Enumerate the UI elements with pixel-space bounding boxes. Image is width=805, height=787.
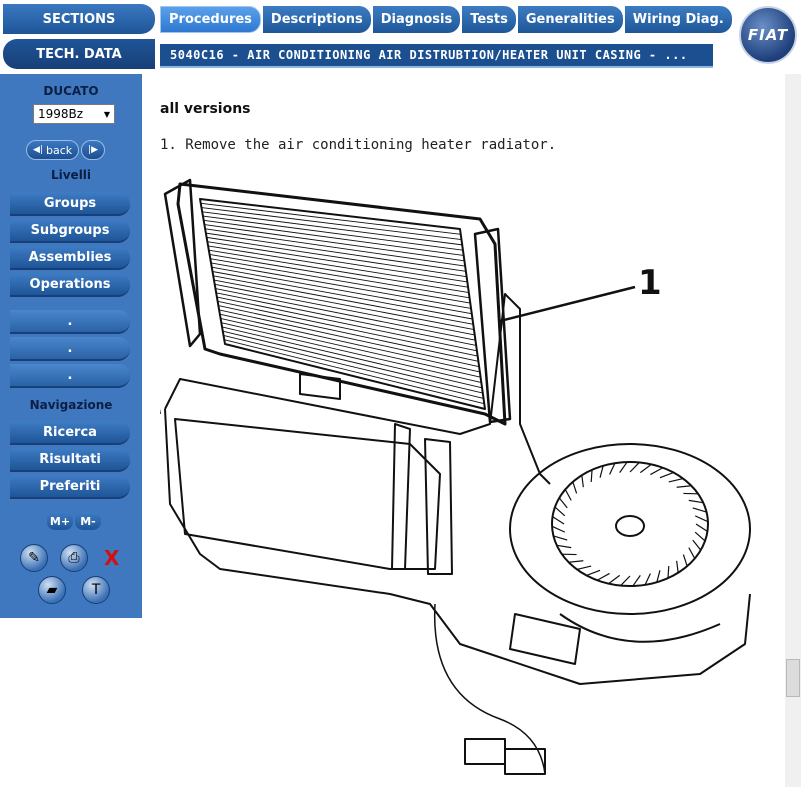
model-select-value: 1998Bz (38, 107, 84, 121)
memory-minus-button[interactable]: M- (75, 512, 101, 530)
memory-plus-button[interactable]: M+ (47, 512, 73, 530)
operations-button[interactable]: Operations (10, 273, 130, 297)
subgroups-button[interactable]: Subgroups (10, 219, 130, 243)
groups-button[interactable]: Groups (10, 192, 130, 216)
empty-level-button-3[interactable]: . (10, 364, 130, 388)
assemblies-button[interactable]: Assemblies (10, 246, 130, 270)
tab-generalities[interactable]: Generalities (517, 6, 623, 33)
forward-button[interactable]: |▶ (81, 140, 106, 160)
sections-button[interactable]: SECTIONS (3, 4, 155, 34)
levels-label: Livelli (50, 168, 92, 182)
hammer-icon[interactable]: T (82, 576, 110, 604)
empty-level-button-1[interactable]: . (10, 310, 130, 334)
results-button[interactable]: Risultati (10, 448, 130, 472)
favorites-button[interactable]: Preferiti (10, 475, 130, 499)
chevron-down-icon: ▼ (103, 109, 110, 119)
section-tabs: Procedures Descriptions Diagnosis Tests … (160, 6, 732, 33)
back-label: back (45, 143, 73, 157)
radiator-fins (200, 202, 485, 405)
back-arrow-icon: ◀| (33, 145, 43, 155)
procedure-content: all versions 1. Remove the air condition… (160, 74, 780, 787)
back-button[interactable]: ◀| back (26, 140, 80, 160)
fiat-logo: FIAT (739, 6, 797, 64)
history-navigation: ◀| back |▶ (26, 140, 106, 160)
forward-arrow-icon: |▶ (88, 145, 99, 155)
blower-fan-blades (551, 461, 709, 587)
navigation-label: Navigazione (29, 398, 113, 412)
search-button[interactable]: Ricerca (10, 421, 130, 445)
heater-unit-illustration: 1 (160, 178, 751, 775)
edit-note-icon[interactable]: ✎ (20, 544, 48, 572)
left-navigation-panel: DUCATO 1998Bz ▼ ◀| back |▶ Livelli Group… (0, 74, 142, 618)
model-label: DUCATO (43, 84, 99, 98)
figure-callout-1: 1 (638, 263, 662, 303)
heater-radiator (163, 178, 512, 426)
app-header: SECTIONS TECH. DATA Procedures Descripti… (0, 0, 805, 74)
print-icon[interactable]: ⎙ (60, 544, 88, 572)
empty-level-button-2[interactable]: . (10, 337, 130, 361)
tab-descriptions[interactable]: Descriptions (262, 6, 371, 33)
tab-diagnosis[interactable]: Diagnosis (372, 6, 461, 33)
logo-text: FIAT (747, 26, 789, 44)
tab-procedures[interactable]: Procedures (160, 6, 261, 33)
close-icon[interactable]: X (104, 546, 120, 570)
tab-tests[interactable]: Tests (462, 6, 516, 33)
scrollbar-thumb[interactable] (786, 659, 800, 697)
vertical-scrollbar[interactable] (785, 74, 801, 787)
document-title-bar: 5040C16 - AIR CONDITIONING AIR DISTRUBTI… (160, 44, 713, 68)
tech-data-button[interactable]: TECH. DATA (3, 39, 155, 69)
model-select[interactable]: 1998Bz ▼ (33, 104, 115, 124)
folder-icon[interactable]: ▰ (38, 576, 66, 604)
version-heading: all versions (160, 101, 251, 117)
procedure-step: 1. Remove the air conditioning heater ra… (160, 137, 557, 153)
tab-wiring-diag[interactable]: Wiring Diag. (624, 6, 732, 33)
